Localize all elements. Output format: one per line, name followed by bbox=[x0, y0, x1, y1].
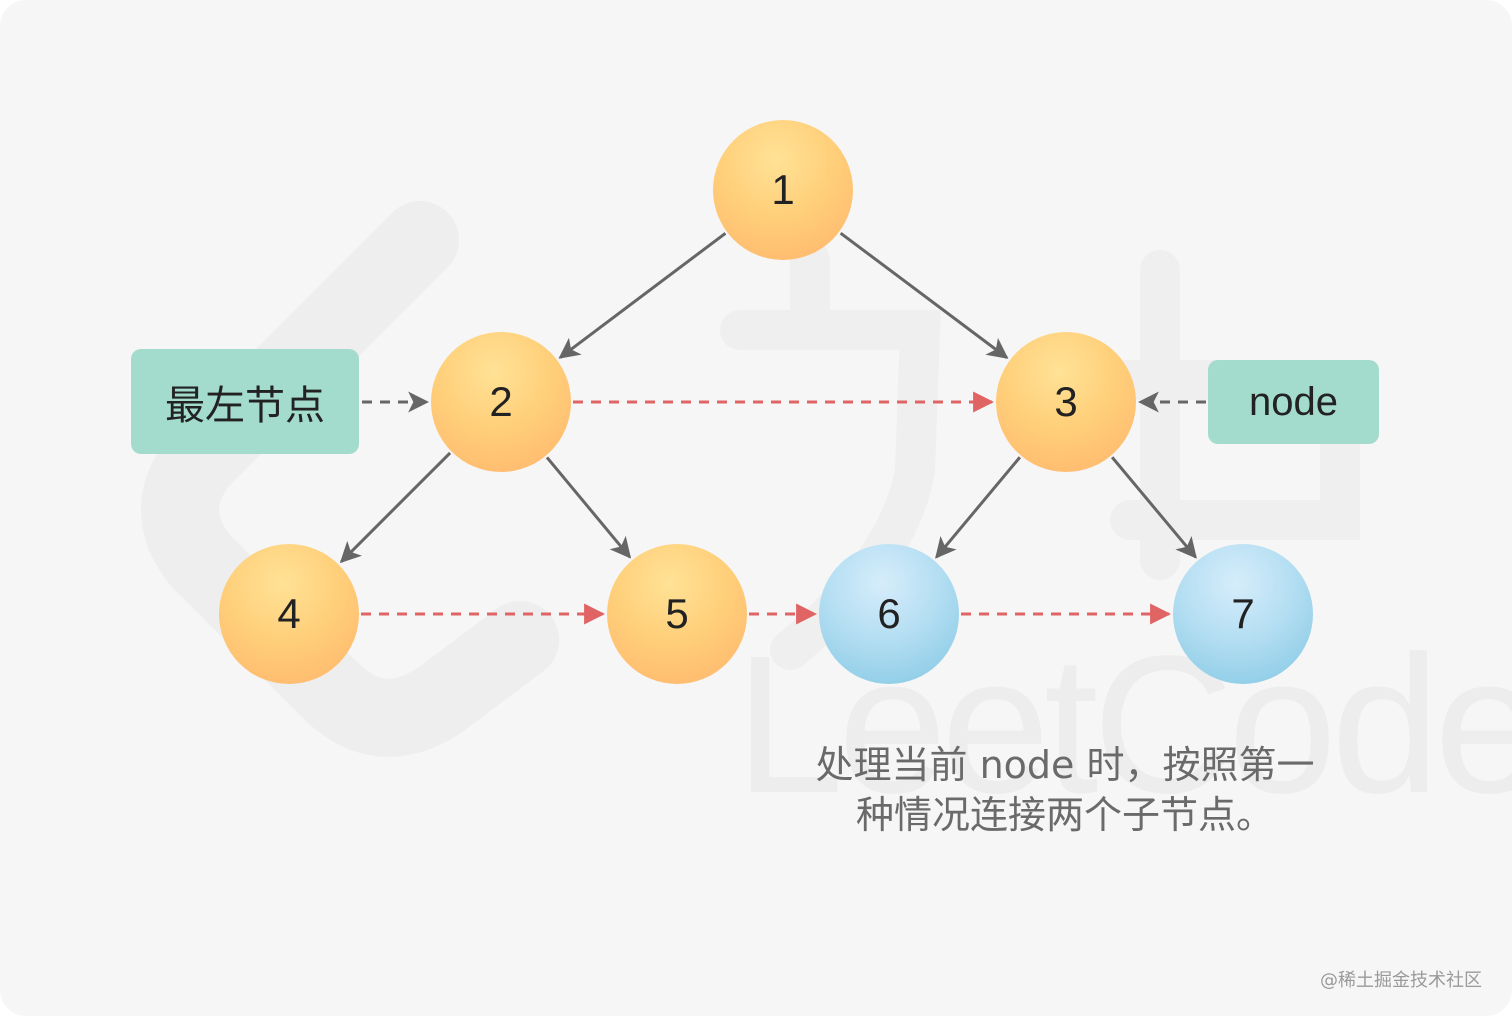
tree-node-2: 2 bbox=[431, 332, 571, 472]
source-credit: @稀土掘金技术社区 bbox=[1320, 970, 1482, 991]
node-label: 3 bbox=[1054, 378, 1078, 425]
caption: 处理当前 node 时，按照第一 种情况连接两个子节点。 bbox=[780, 740, 1350, 840]
node-label: 6 bbox=[877, 590, 901, 637]
tree-node-3: 3 bbox=[996, 332, 1136, 472]
current-node-label: node bbox=[1208, 360, 1379, 444]
tree-edge-1-2 bbox=[558, 232, 727, 359]
leftmost-node-label: 最左节点 bbox=[131, 349, 359, 454]
tree-edge-3-6 bbox=[935, 456, 1022, 559]
node-label: 4 bbox=[277, 590, 301, 637]
tree-edge-2-4 bbox=[339, 451, 452, 564]
tree-node-5: 5 bbox=[607, 544, 747, 684]
node-label: 2 bbox=[489, 378, 513, 425]
tree-edge-2-5 bbox=[545, 456, 632, 559]
node-label: 1 bbox=[771, 166, 795, 213]
tree-node-7: 7 bbox=[1173, 544, 1313, 684]
caption-line-1: 处理当前 node 时，按照第一 bbox=[815, 743, 1315, 787]
node-label: 5 bbox=[665, 590, 689, 637]
node-label: 7 bbox=[1231, 590, 1255, 637]
tree-edge-1-3 bbox=[839, 231, 1009, 359]
tree-edge-3-7 bbox=[1110, 456, 1197, 559]
tree-node-1: 1 bbox=[713, 120, 853, 260]
tree-node-6: 6 bbox=[819, 544, 959, 684]
caption-line-2: 种情况连接两个子节点。 bbox=[855, 793, 1274, 837]
tree-node-4: 4 bbox=[219, 544, 359, 684]
